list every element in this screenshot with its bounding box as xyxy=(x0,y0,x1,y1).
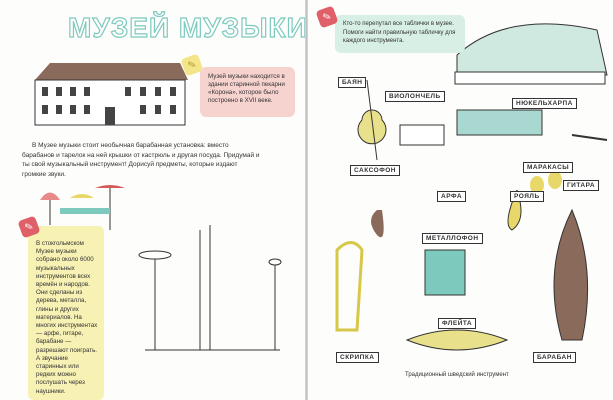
yellow-note: В стокгольмском Музее музыки собрано око… xyxy=(28,226,104,400)
book-spine xyxy=(305,0,308,400)
label-drum[interactable]: БАРАБАН xyxy=(533,352,576,363)
intro-paragraph: В Музее музыки стоит необычная барабанна… xyxy=(22,142,260,178)
label-violin[interactable]: СКРИПКА xyxy=(336,352,379,363)
caption: Традиционный шведский инструмент xyxy=(405,372,509,378)
green-note: Кто-то перепутал все таблички в музее. П… xyxy=(335,15,465,53)
label-piano[interactable]: РОЯЛЬ xyxy=(510,191,544,202)
label-harp[interactable]: АРФА xyxy=(437,191,467,202)
label-saxophone[interactable]: САКСОФОН xyxy=(350,165,400,176)
label-flute[interactable]: ФЛЕЙТА xyxy=(438,318,477,329)
pink-note: Музей музыки находится в здании старинно… xyxy=(200,67,295,117)
label-bayan[interactable]: БАЯН xyxy=(338,77,367,88)
label-guitar[interactable]: ГИТАРА xyxy=(563,180,600,191)
left-page: МУЗЕЙ МУЗЫКИ ✎ Музей музыки находится в … xyxy=(0,0,308,400)
label-metallophone[interactable]: МЕТАЛЛОФОН xyxy=(422,233,483,244)
label-cello[interactable]: ВИОЛОНЧЕЛЬ xyxy=(385,91,445,102)
label-maracas[interactable]: МАРАКАСЫ xyxy=(523,162,574,173)
page-title: МУЗЕЙ МУЗЫКИ xyxy=(67,11,308,43)
label-nyckelharpa[interactable]: НЮКЕЛЬХАРПА xyxy=(512,98,577,109)
drum-kit-illustration xyxy=(40,185,282,351)
museum-building-illustration xyxy=(34,63,188,126)
instruments-illustration xyxy=(335,23,608,351)
